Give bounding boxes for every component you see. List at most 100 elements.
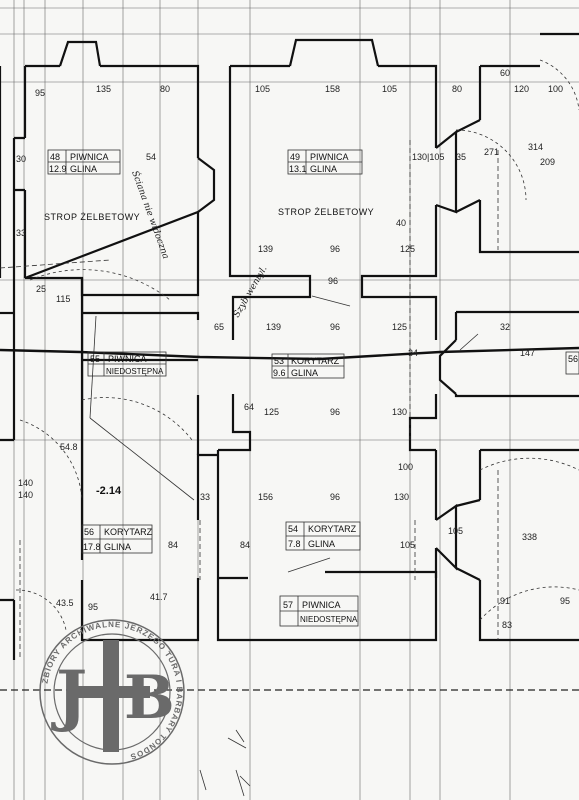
dim-label: 41.7 — [150, 592, 168, 602]
room-area: 12.9 — [49, 164, 67, 174]
door-arcs — [15, 59, 579, 631]
room-label-57: 57 PIWNICA NIEDOSTĘPNA — [279, 595, 359, 627]
room-label-56-right: 56 — [565, 351, 579, 375]
dim-label: 32 — [500, 322, 510, 332]
room-area: 17.8 — [83, 542, 101, 552]
dim-label: 95 — [35, 88, 45, 98]
ceiling-note-left: STROP ŻELBETOWY — [44, 212, 140, 222]
room-label-56: 56 17.8 KORYTARZ GLINA — [81, 524, 153, 554]
dim-label: 65 — [214, 322, 224, 332]
room-finish: NIEDOSTĘPNA — [106, 367, 164, 376]
dim-label: 84 — [240, 540, 250, 550]
dim-label: 64 — [244, 402, 254, 412]
room-number: 55 — [90, 354, 100, 364]
handwritten-note-mid: Szyb wentyl. — [232, 264, 270, 319]
room-label-48: 48 12.9 PIWNICA GLINA — [47, 149, 121, 175]
dim-label: 130 — [392, 407, 407, 417]
dim-label: 139 — [258, 244, 273, 254]
room-name: PIWNICA — [108, 354, 147, 364]
archive-stamp: ZBIORY ARCHIWALNE JERZEGO TURA I BARBARY… — [39, 619, 185, 765]
dim-label: 105 — [400, 540, 415, 550]
dim-label: 158 — [325, 84, 340, 94]
dim-label: 33 — [200, 492, 210, 502]
dim-label: 115 — [56, 294, 70, 304]
dim-label: 130 — [394, 492, 409, 502]
dim-label: 105 — [255, 84, 270, 94]
room-finish: GLINA — [70, 164, 97, 174]
dim-label: 125 — [392, 322, 407, 332]
dim-label: 80 — [160, 84, 170, 94]
room-name: PIWNICA — [302, 600, 341, 610]
room-name: PIWNICA — [70, 152, 109, 162]
dim-label: 120 — [514, 84, 529, 94]
room-number: 57 — [283, 600, 293, 610]
dim-label: 130|105 — [412, 152, 444, 162]
room-finish: GLINA — [291, 368, 318, 378]
room-name: PIWNICA — [310, 152, 349, 162]
dim-label: 338 — [522, 532, 537, 542]
section-cut-line — [0, 346, 579, 361]
stamp-cross-horizontal — [74, 686, 150, 698]
notes: STROP ŻELBETOWY STROP ŻELBETOWY -2.14 Śc… — [44, 169, 374, 497]
room-label-53: 53 9.6 KORYTARZ GLINA — [271, 353, 345, 379]
room-finish: GLINA — [310, 164, 337, 174]
room-area: 9.6 — [273, 368, 286, 378]
dim-label: 96 — [330, 492, 340, 502]
room-area: 7.8 — [288, 539, 301, 549]
ceiling-note-mid: STROP ŻELBETOWY — [278, 207, 374, 217]
room-name: KORYTARZ — [104, 527, 153, 537]
dim-label: 209 — [540, 157, 555, 167]
bottom-scribbles — [199, 729, 251, 797]
dim-label: 147 — [520, 348, 535, 358]
dim-label: 54 — [146, 152, 156, 162]
dim-label: 156 — [258, 492, 273, 502]
windows — [0, 38, 481, 602]
room-finish: GLINA — [308, 539, 335, 549]
dim-label: 35 — [456, 152, 466, 162]
room-label-55: 55 PIWNICA NIEDOSTĘPNA — [87, 351, 167, 377]
dim-label: 43.5 — [56, 598, 74, 608]
dim-label: 125 — [400, 244, 415, 254]
room-labels: 48 12.9 PIWNICA GLINA 49 13.1 PIWNICA GL… — [47, 149, 579, 627]
walls — [0, 32, 579, 660]
dim-label: 30 — [16, 154, 26, 164]
dim-label: 54.8 — [60, 442, 78, 452]
dim-label: 135 — [96, 84, 111, 94]
dim-label: 140 — [18, 478, 33, 488]
dim-label: 91 — [500, 596, 510, 606]
dim-label: 100 — [548, 84, 563, 94]
room-number: 48 — [50, 152, 60, 162]
room-name: KORYTARZ — [291, 356, 340, 366]
dim-label: 95 — [560, 596, 570, 606]
dim-label: 140 — [18, 490, 33, 500]
dim-label: 96 — [328, 276, 338, 286]
dim-label: 83 — [502, 620, 512, 630]
dim-label: 80 — [452, 84, 462, 94]
dashed-lines — [0, 140, 579, 691]
room-number: 56 — [568, 354, 578, 364]
dim-label: 314 — [528, 142, 543, 152]
dim-label: 25 — [36, 284, 46, 294]
dimensions: 95 135 80 105 158 105 80 120 100 60 30 3… — [16, 68, 570, 630]
dim-label: 96 — [330, 244, 340, 254]
room-finish: GLINA — [104, 542, 131, 552]
room-label-54: 54 7.8 KORYTARZ GLINA — [285, 521, 361, 551]
dim-label: 105 — [382, 84, 397, 94]
room-number: 49 — [290, 152, 300, 162]
dim-label: 84 — [168, 540, 178, 550]
dim-label: 100 — [398, 462, 413, 472]
dim-label: 33 — [16, 228, 26, 238]
dim-label: 34 — [408, 348, 418, 358]
room-name: KORYTARZ — [308, 524, 357, 534]
dim-label: 96 — [330, 407, 340, 417]
dim-label: 96 — [330, 322, 340, 332]
dim-label: 105 — [448, 526, 463, 536]
dim-label: 125 — [264, 407, 279, 417]
dim-label: 60 — [500, 68, 510, 78]
room-label-49: 49 13.1 PIWNICA GLINA — [287, 149, 363, 175]
dim-label: 271 — [484, 147, 499, 157]
room-finish: NIEDOSTĘPNA — [300, 615, 358, 624]
